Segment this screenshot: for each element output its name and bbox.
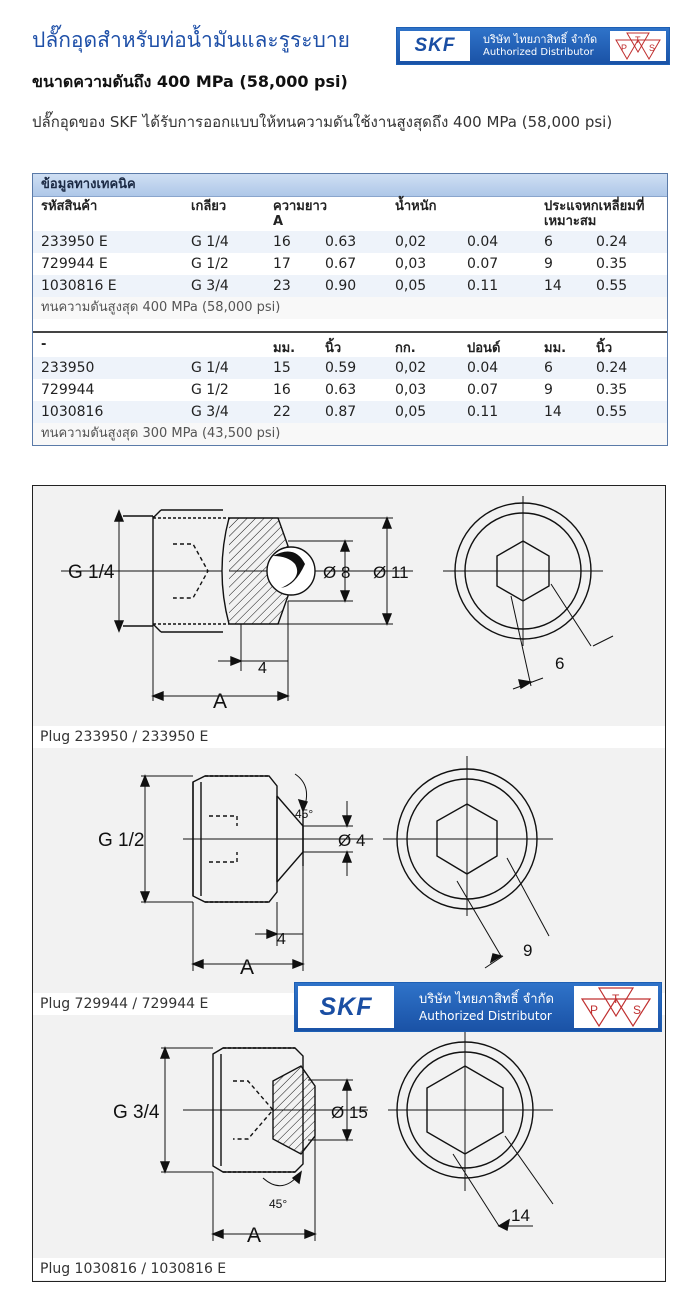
fig3-dim-a: A: [247, 1224, 261, 1247]
skf-distributor-logo-2: SKF บริษัท ไทยภาสิทธิ์ จำกัด Authorized …: [294, 982, 662, 1032]
skf-brand: SKF: [400, 31, 470, 61]
page-subtitle: ขนาดความดันถึง 400 MPa (58,000 psi): [32, 72, 348, 91]
intro-paragraph: ปลั๊กอุดของ SKF ได้รับการออกแบบให้ทนความ…: [32, 113, 613, 131]
pts-letter-t-2: T: [612, 992, 620, 1006]
table-row: 233950 G 1/4 15 0.59 0,02 0.04 6 0.24: [33, 357, 667, 379]
pts-letter-s-2: S: [633, 1003, 641, 1017]
pts-letter-p: P: [621, 43, 627, 53]
plug-1030816-end-view: [388, 1031, 554, 1232]
fig1-diameter-inner: Ø 8: [323, 563, 350, 582]
col-product-code: รหัสสินค้า: [41, 199, 98, 214]
fig1-dim-small: 4: [258, 660, 267, 677]
fig2-thread-label: G 1/2: [98, 830, 144, 851]
plug-729944-end-view: [383, 756, 553, 969]
pts-letter-p-2: P: [590, 1003, 598, 1017]
fig1-thread-label: G 1/4: [68, 562, 115, 583]
fig3-hex-size: 14: [511, 1206, 530, 1225]
fig2-dim-a: A: [240, 956, 254, 979]
plug-729944-side-view: [139, 773, 373, 971]
fig3-caption: Plug 1030816 / 1030816 E: [33, 1258, 665, 1280]
fig3-diameter: Ø 15: [331, 1103, 368, 1122]
plug-1030816-side-view: [159, 1046, 368, 1241]
fig2-diameter: Ø 4: [338, 831, 365, 850]
fig1-hex-size: 6: [555, 654, 564, 673]
plug-drawings-panel: G 1/4 Ø 8 Ø 11 4 A 6 G 1/2 45° Ø 4 4 A 9…: [32, 485, 666, 1282]
col-length: ความยาว A: [273, 199, 328, 229]
table-row: 1030816 G 3/4 22 0.87 0,05 0.11 14 0.55: [33, 401, 667, 423]
fig3-angle-label: 45°: [269, 1197, 287, 1211]
fig1-diameter-outer: Ø 11: [373, 563, 409, 582]
table-row: 233950 E G 1/4 16 0.63 0,02 0.04 6 0.24: [33, 231, 667, 253]
skf-brand-2: SKF: [298, 986, 394, 1028]
pts-letter-s: S: [649, 43, 655, 53]
fig2-dim-small: 4: [277, 931, 286, 948]
page-title: ปลั๊กอุดสำหรับท่อน้ำมันและรูระบาย: [32, 28, 350, 52]
col-thread: เกลียว: [191, 199, 227, 214]
max-pressure-note: ทนความดันสูงสุด 300 MPa (43,500 psi): [33, 423, 667, 445]
fig2-angle-label: 45°: [295, 807, 313, 821]
plug-233950-side-view: [61, 509, 413, 702]
company-name: บริษัท ไทยภาสิทธิ์ จำกัด: [483, 33, 598, 46]
table-row: 1030816 E G 3/4 23 0.90 0,05 0.11 14 0.5…: [33, 275, 667, 297]
pts-letter-t: T: [635, 35, 641, 45]
authorized-distributor-label: Authorized Distributor: [483, 47, 594, 58]
col-weight: น้ำหนัก: [395, 199, 437, 214]
authorized-distributor-label-2: Authorized Distributor: [419, 1009, 552, 1023]
fig1-caption: Plug 233950 / 233950 E: [33, 726, 665, 748]
fig3-thread-label: G 3/4: [113, 1102, 160, 1123]
fig1-dim-a: A: [213, 690, 227, 713]
table-section-title: ข้อมูลทางเทคนิค: [33, 174, 667, 197]
table-header-row: รหัสสินค้า เกลียว ความยาว A น้ำหนัก ประแ…: [33, 197, 667, 231]
company-name-2: บริษัท ไทยภาสิทธิ์ จำกัด: [419, 992, 554, 1007]
fig2-hex-size: 9: [523, 941, 532, 960]
max-pressure-note: ทนความดันสูงสุด 400 MPa (58,000 psi): [33, 297, 667, 319]
plug-233950-end-view: [443, 496, 614, 690]
table-row: 729944 E G 1/2 17 0.67 0,03 0.07 9 0.35: [41, 256, 628, 272]
pts-logo: P T S: [610, 31, 666, 61]
pts-logo-2: P T S: [574, 986, 658, 1028]
units-header-row: - มม. นิ้ว กก. ปอนด์ มม. นิ้ว: [33, 333, 667, 357]
col-hex-key: ประแจหกเหลี่ยมที่เหมาะสม: [544, 199, 645, 229]
skf-distributor-logo: SKF บริษัท ไทยภาสิทธิ์ จำกัด Authorized …: [396, 27, 670, 65]
technical-data-table: ข้อมูลทางเทคนิค รหัสสินค้า เกลียว ความยา…: [32, 173, 668, 446]
table-row: 729944 G 1/2 16 0.63 0,03 0.07 9 0.35: [41, 382, 628, 398]
